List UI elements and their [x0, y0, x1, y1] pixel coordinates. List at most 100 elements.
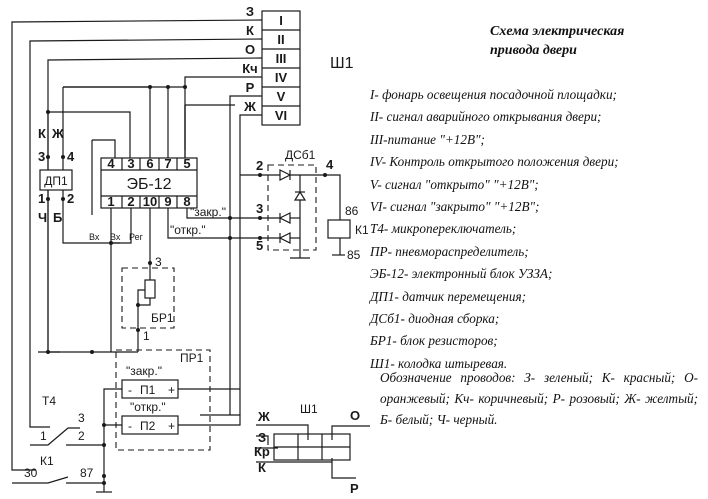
- legend-item: Ш1- колодка штыревая.: [370, 355, 508, 371]
- eb12-top-wiring: [46, 85, 187, 215]
- sh1-pin-label: II: [277, 32, 284, 47]
- component-legend: I- фонарь освещения посадочной площадки;…: [370, 84, 705, 375]
- sensor-dp1: ДП1 3 4 1 2 К Ж Ч Б: [38, 112, 120, 352]
- eb12-pin: 1: [107, 194, 114, 209]
- dsb1-pin: 3: [256, 201, 263, 216]
- eb12-pin: 10: [143, 194, 157, 209]
- dsb1-pin: 5: [256, 238, 263, 253]
- dsb1-pin: 2: [256, 158, 263, 173]
- plug-wire-label: К: [258, 460, 266, 475]
- k1-contact: 30: [24, 466, 38, 480]
- plug-wire-label: З: [258, 430, 266, 445]
- eb12-pin: 3: [127, 156, 134, 171]
- legend-item: ДСб1- диодная сборка;: [370, 311, 500, 327]
- eb12-pin: 4: [107, 156, 115, 171]
- diagram-title: Схема электрическая привода двери: [490, 22, 700, 60]
- legend-item: III-питание "+12В";: [370, 131, 485, 147]
- plug-name: Ш1: [300, 402, 318, 416]
- pr1-minus: -: [128, 383, 132, 397]
- legend-item: Т4- микропереключатель;: [370, 221, 517, 237]
- micro-switch-t4: Т4 1 3 2: [30, 394, 106, 447]
- eb12-bottom-wiring: "закр." "откр.": [38, 205, 230, 354]
- pr1-name: ПР1: [180, 351, 204, 365]
- br1-name: БР1: [151, 311, 174, 325]
- dp1-wire: Б: [53, 210, 62, 225]
- legend-item: VI- сигнал "закрыто" "+12В";: [370, 199, 540, 215]
- k1-pin: 86: [345, 204, 359, 218]
- k1-contact-name: К1: [40, 454, 54, 468]
- wire-label: Ж: [243, 99, 256, 114]
- eb12-pin: 5: [183, 156, 190, 171]
- dp1-pin: 4: [67, 149, 75, 164]
- eb12-pin: 7: [164, 156, 171, 171]
- plug-wire-label: Ж: [257, 409, 270, 424]
- title-line-1: Схема электрическая: [490, 24, 625, 39]
- br1-pin: 3: [155, 255, 162, 269]
- plug-sh1-diagram: Ш1 Ж З Кр К О Р: [254, 402, 370, 496]
- legend-item: ПР- пневмораспределитель;: [370, 243, 529, 259]
- pr1-valve: П1: [140, 383, 156, 397]
- pr1-minus: -: [128, 419, 132, 433]
- legend-item: БР1- блок резисторов;: [370, 333, 498, 349]
- k1-pin: 85: [347, 248, 361, 262]
- eb12-input-label: Вх: [110, 232, 121, 242]
- eb12-input-label: Вх: [89, 232, 100, 242]
- wire-label: Р: [246, 80, 255, 95]
- eb12-pin: 8: [183, 194, 190, 209]
- dsb1-name: ДСб1: [285, 148, 316, 162]
- relay-k1-contacts: К1 30 87: [12, 454, 112, 493]
- dp1-wire: Ж: [51, 126, 64, 141]
- legend-item: IV- Контроль открытого положения двери;: [370, 154, 619, 170]
- dp1-pin: 1: [38, 191, 45, 206]
- eb12-reg-label: Рег: [129, 232, 144, 242]
- sh1-pin-label: VI: [275, 108, 287, 123]
- k1-contact: 87: [80, 466, 94, 480]
- pr1-plus: +: [168, 419, 175, 433]
- pr1-valve: П2: [140, 419, 156, 433]
- sh1-name: Ш1: [330, 55, 354, 72]
- plug-wire-label: Кр: [254, 444, 270, 459]
- legend-item: I- фонарь освещения посадочной площадки;: [370, 87, 617, 102]
- resistor-block-br1: 3 1 БР1: [121, 255, 175, 343]
- eb12-pin: 9: [164, 194, 171, 209]
- sh1-pin-label: I: [279, 13, 283, 28]
- relay-k1: 86 К1 85: [327, 204, 369, 262]
- t4-pin: 1: [40, 429, 47, 443]
- eb12-name: ЭБ-12: [126, 176, 171, 193]
- dp1-pin: 3: [38, 149, 45, 164]
- dp1-pin: 2: [67, 191, 74, 206]
- legend-item: V- сигнал "открыто" "+12В";: [370, 176, 539, 192]
- legend-item: ЭБ-12- электронный блок УЗЗА;: [370, 266, 553, 282]
- eb12-pin: 6: [146, 156, 153, 171]
- dsb1-pin: 4: [326, 157, 334, 172]
- sh1-pin-label: III: [276, 51, 287, 66]
- pr1-close-label: "закр.": [126, 364, 162, 378]
- plug-wire-label: О: [350, 408, 360, 423]
- legend-item: II- сигнал аварийного открывания двери;: [370, 109, 602, 125]
- wire-color-legend: Обозначение проводов: З- зеленый; К- кра…: [380, 370, 698, 427]
- pneumatic-distributor-pr1: - П1 + - П2 + ПР1 "закр." "откр.": [102, 349, 241, 470]
- k1-name: К1: [355, 223, 369, 237]
- diode-assembly-dsb1: ДСб1 2 4 3 5: [228, 148, 341, 259]
- legend-item: ДП1- датчик перемещения;: [370, 288, 526, 304]
- wire-label: Кч: [242, 61, 257, 76]
- br1-pin: 1: [143, 329, 150, 343]
- eb12-pin: 2: [127, 194, 134, 209]
- t4-name: Т4: [42, 394, 56, 408]
- signal-open-label: "откр.": [170, 223, 206, 237]
- signal-close-label: "закр.": [190, 205, 226, 219]
- sh1-pin-label: V: [277, 89, 286, 104]
- wire-label: О: [245, 42, 255, 57]
- t4-pin: 2: [78, 429, 85, 443]
- connector-sh1: I II III IV V VI Ш1 З К О Кч Р Ж: [242, 4, 354, 126]
- dp1-wire: Ч: [38, 210, 47, 225]
- plug-wire-label: Р: [350, 481, 359, 496]
- dp1-name: ДП1: [44, 174, 68, 188]
- wire-label: З: [246, 4, 254, 19]
- sh1-pin-label: IV: [275, 70, 288, 85]
- wire-label: К: [246, 23, 254, 38]
- pr1-open-label: "откр.": [130, 400, 166, 414]
- title-line-2: привода двери: [490, 43, 577, 58]
- t4-pin: 3: [78, 411, 85, 425]
